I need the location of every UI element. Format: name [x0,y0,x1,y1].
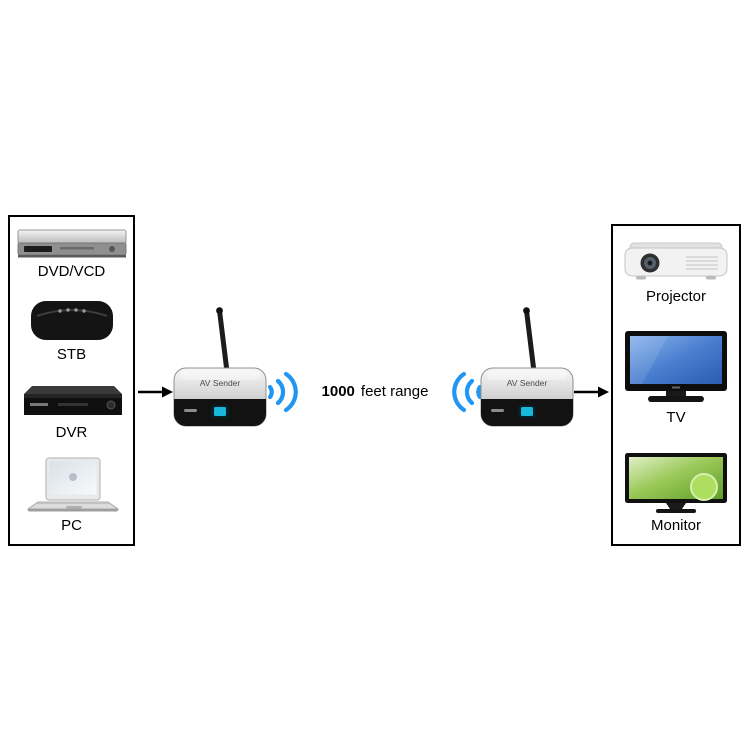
monitor-image [625,452,727,513]
range-value: 1000 [321,383,355,400]
arrow-sources-to-transmitter [138,386,173,398]
tv-image [625,331,727,403]
transmitter-label: AV Sender [200,378,241,388]
projector-image [624,242,728,280]
stb-image [30,300,113,340]
transmitter-device: AV Sender [172,306,268,428]
dvr-figure: DVR [18,378,126,442]
monitor-figure: Monitor [622,451,730,535]
range-label: 1000 feet range [300,383,450,400]
transmitter-brand-mark [184,409,197,412]
projector-figure: Projector [620,236,732,306]
monitor-label: Monitor [650,516,702,534]
receiver-led-display [521,407,533,416]
receiver-label: AV Sender [507,378,548,388]
transmitter-image: AV Sender [173,307,267,427]
wifi-signal-left-icon [267,371,298,413]
wifi-signal-right-icon [452,371,483,413]
pc-label: PC [61,516,82,534]
receiver-brand-mark [491,409,504,412]
range-unit: feet range [360,383,429,400]
transmitter-antenna [216,307,230,371]
dvr-label: DVR [55,424,88,441]
receiver-antenna [523,307,537,371]
dvd-player-label: DVD/VCD [37,263,106,280]
pc-laptop-image [25,457,120,511]
dvd-player-image [17,229,126,258]
display-devices-panel: Projector TV Monitor [611,224,741,546]
receiver-image: AV Sender [480,307,574,427]
arrow-receiver-to-displays [574,386,609,398]
pc-figure: PC [22,457,122,535]
tv-label: TV [666,409,686,427]
dvr-image [23,386,122,415]
transmitter-led-display [214,407,226,416]
source-devices-panel: DVD/VCD STB DVR [8,215,135,546]
dvd-player-figure: DVD/VCD [16,227,128,281]
receiver-device: AV Sender [479,306,575,428]
stb-label: STB [56,345,87,363]
tv-figure: TV [622,329,730,427]
projector-label: Projector [645,288,707,305]
stb-figure: STB [23,296,121,364]
